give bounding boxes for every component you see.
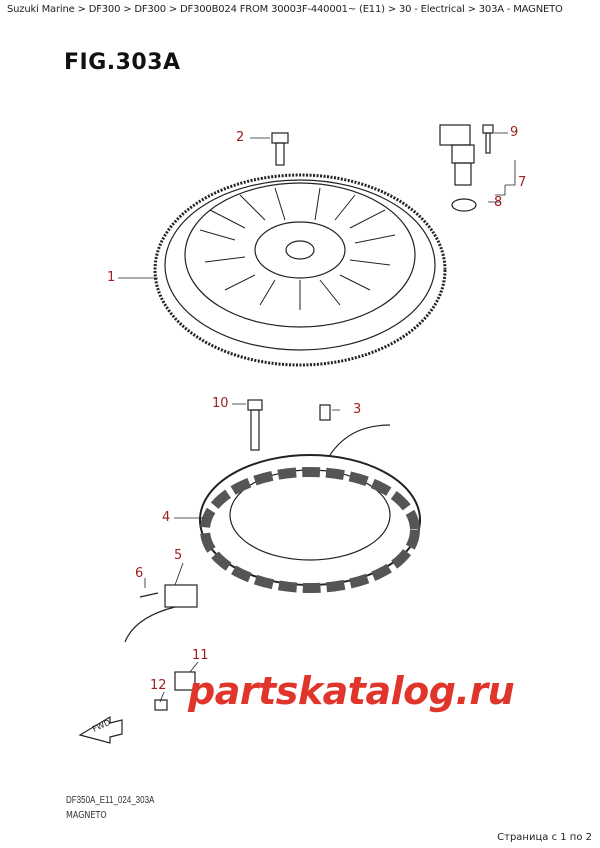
callout-12[interactable]: 12 xyxy=(150,678,167,693)
flywheel xyxy=(153,173,447,367)
dowel-3 xyxy=(319,404,331,421)
callout-5[interactable]: 5 xyxy=(174,548,183,563)
breadcrumb[interactable]: Suzuki Marine > DF300 > DF300 > DF300B02… xyxy=(7,4,563,15)
fwd-arrow-icon xyxy=(78,715,123,744)
callout-10[interactable]: 10 xyxy=(212,396,229,411)
callout-2[interactable]: 2 xyxy=(236,130,245,145)
callout-7[interactable]: 7 xyxy=(518,175,527,190)
pager: Страница с 1 по 2 xyxy=(497,832,592,843)
callout-1[interactable]: 1 xyxy=(107,270,116,285)
pickup-5 xyxy=(124,584,198,643)
bolt-10 xyxy=(247,399,263,451)
callout-6[interactable]: 6 xyxy=(135,566,144,581)
callout-9[interactable]: 9 xyxy=(510,125,519,140)
figure-title: FIG.303A xyxy=(64,50,181,75)
callout-11[interactable]: 11 xyxy=(192,648,209,663)
bolt-2 xyxy=(271,132,289,166)
drawing-code: DF350A_E11_024_303A xyxy=(66,795,155,806)
leader-lines xyxy=(118,132,516,703)
sensor xyxy=(439,124,494,212)
callout-8[interactable]: 8 xyxy=(494,195,503,210)
callout-4[interactable]: 4 xyxy=(162,510,171,525)
watermark: partskatalog.ru xyxy=(188,669,515,713)
stator xyxy=(199,424,421,593)
caption: MAGNETO xyxy=(66,810,107,821)
callout-3[interactable]: 3 xyxy=(353,402,362,417)
